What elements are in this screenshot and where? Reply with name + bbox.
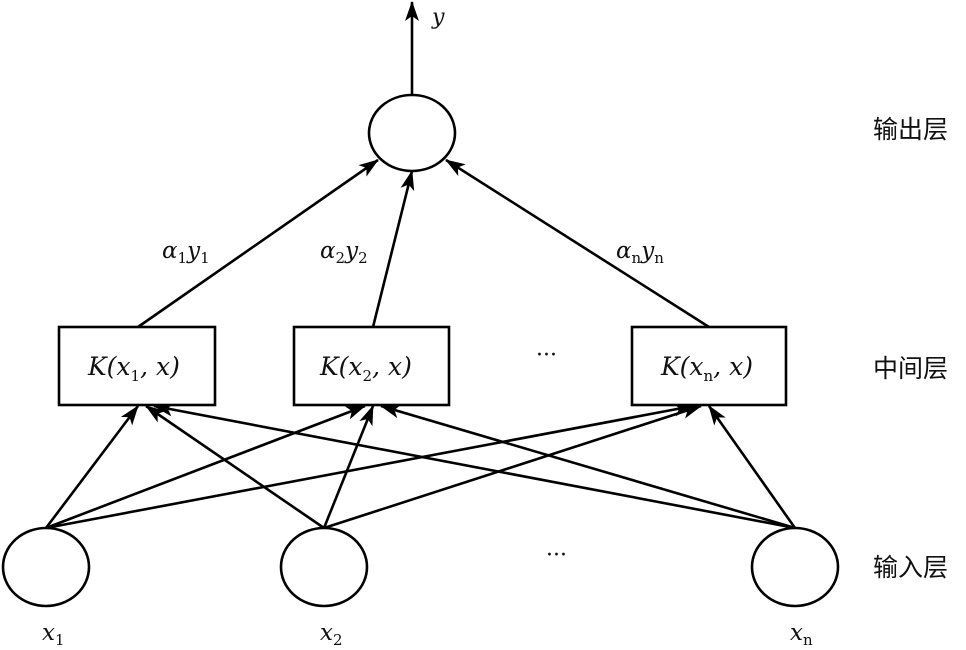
weight-label-2: α2y2: [320, 238, 368, 267]
kernel-box-n: K(xn, x): [630, 325, 788, 407]
edge-input-1-to-kernel-1: [44, 405, 140, 529]
input-node-1: [1, 526, 91, 608]
edge-kernel-3-to-output: [445, 158, 710, 329]
layer-label-input: 输入层: [873, 553, 948, 582]
input-node-n: [750, 526, 840, 608]
kernel-box-1: K(x1, x): [57, 325, 217, 407]
output-node: [367, 93, 457, 173]
svg-text:K(xn, x): K(xn, x): [660, 352, 753, 385]
edge-input-2-to-kernel-3: [323, 404, 702, 530]
edge-input-2-to-kernel-2: [322, 405, 375, 529]
svg-text:K(x1, x): K(x1, x): [87, 352, 180, 385]
edge-input-1-to-kernel-3: [45, 402, 694, 530]
weight-label-1: α1y1: [162, 238, 210, 267]
edge-kernel-2-to-output: [371, 170, 415, 328]
edge-kernel-1-to-output: [137, 158, 379, 329]
input-node-2: [279, 526, 369, 608]
kernel-box-2: K(x2, x): [292, 325, 451, 407]
hidden-ellipsis: ···: [536, 343, 557, 368]
input-label-2: x2: [320, 620, 343, 649]
edge-input-2-to-kernel-1: [145, 404, 325, 530]
input-label-1: x1: [42, 620, 65, 649]
input-ellipsis: ···: [546, 543, 567, 568]
input-label-n: xn: [790, 620, 813, 649]
edge-input-3-to-kernel-2: [380, 404, 796, 530]
layer-label-output: 输出层: [873, 115, 948, 144]
edge-input-3-to-kernel-1: [153, 402, 796, 530]
svg-text:K(x2, x): K(x2, x): [319, 352, 412, 385]
weight-label-n: αnyn: [616, 238, 664, 267]
edge-input-3-to-kernel-3: [707, 405, 797, 529]
output-label: y: [431, 5, 445, 30]
layer-label-hidden: 中间层: [873, 354, 948, 383]
edge-input-1-to-kernel-2: [45, 404, 366, 530]
